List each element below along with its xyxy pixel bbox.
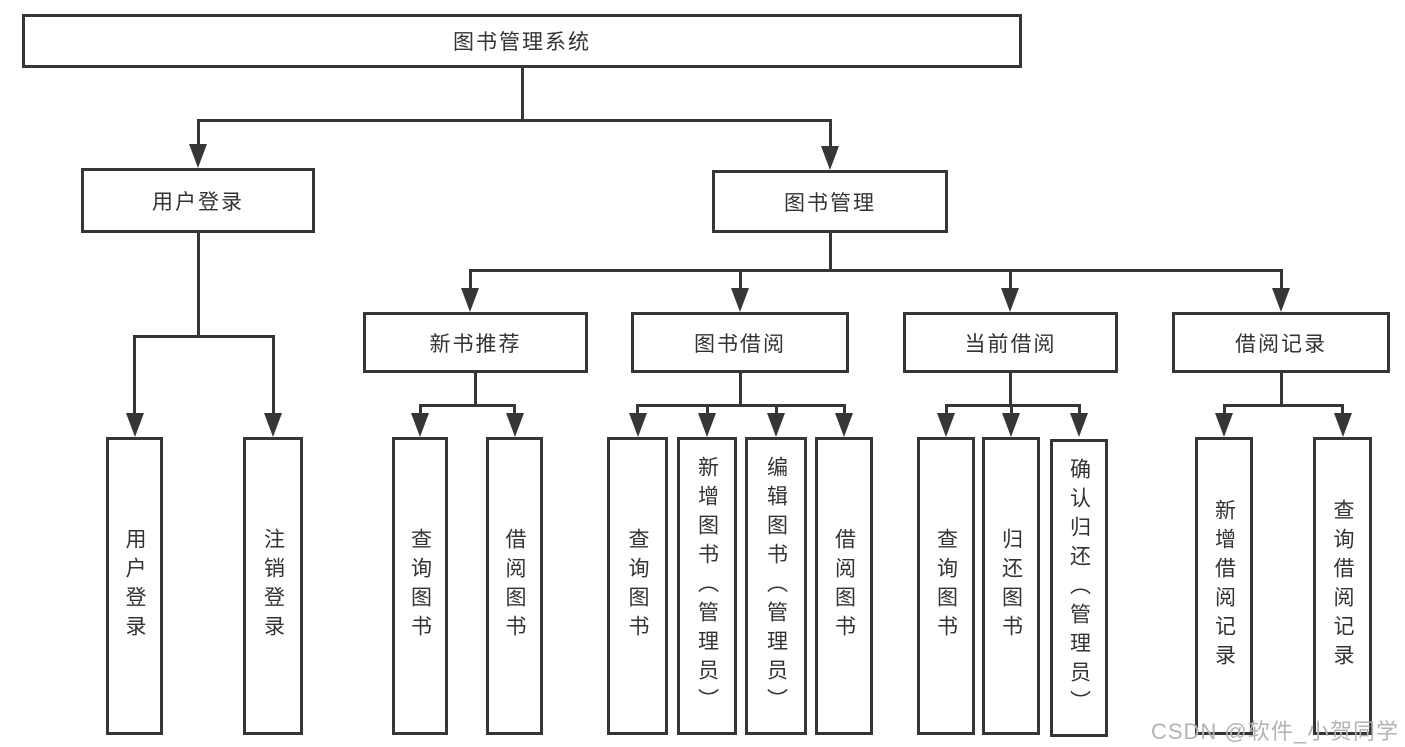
node-label: 新书推荐 [429, 332, 522, 356]
node-label: 注销登录 [261, 528, 285, 644]
node-book-management-module: 图书管理 [712, 170, 948, 233]
connector-line [944, 403, 948, 418]
leaf-borrow-books: 借阅图书 [815, 437, 873, 735]
node-label: 借阅图书 [832, 528, 856, 644]
leaf-edit-books-admin: 编辑图书（管理员） [745, 437, 807, 735]
connector-line [828, 233, 832, 272]
arrow-down-icon [264, 413, 282, 437]
leaf-query-books: 查询图书 [917, 437, 975, 735]
node-label: 图书管理系统 [453, 31, 591, 54]
connector-line [774, 403, 778, 418]
node-current-borrowing: 当前借阅 [903, 312, 1118, 373]
connector-line [738, 373, 742, 407]
arrow-down-icon [1272, 288, 1290, 312]
node-label: 借阅图书 [503, 528, 526, 644]
connector-line [418, 403, 516, 407]
node-label: 查询图书 [626, 528, 649, 644]
arrow-down-icon [1333, 413, 1352, 437]
arrow-down-icon [821, 146, 839, 170]
arrow-down-icon [835, 413, 853, 437]
leaf-add-books-admin: 新增图书（管理员） [677, 437, 737, 735]
leaf-confirm-return-admin: 确认归还（管理员） [1050, 439, 1108, 737]
leaf-return-books: 归还图书 [982, 437, 1040, 735]
node-borrowing-records: 借阅记录 [1172, 312, 1390, 373]
connector-line [738, 268, 742, 291]
node-label: 确认归还（管理员） [1067, 457, 1091, 719]
connector-line [1222, 403, 1344, 407]
arrow-down-icon [698, 413, 716, 437]
arrow-down-icon [125, 413, 144, 437]
node-label: 图书借阅 [694, 332, 786, 356]
node-label: 查询图书 [934, 528, 958, 644]
leaf-user-login: 用户登录 [106, 437, 163, 735]
connector-line [133, 334, 275, 338]
node-label: 借阅记录 [1235, 332, 1327, 356]
node-label: 当前借阅 [964, 332, 1057, 356]
arrow-down-icon [461, 288, 479, 312]
node-user-login-module: 用户登录 [81, 168, 315, 233]
node-label: 新增图书（管理员） [695, 455, 719, 717]
arrow-down-icon [731, 288, 749, 312]
arrow-down-icon [1215, 413, 1233, 437]
connector-line [468, 268, 472, 291]
arrow-down-icon [411, 413, 429, 437]
connector-line [842, 403, 846, 418]
connector-line [196, 233, 200, 338]
connector-line [1008, 373, 1012, 407]
connector-line [1279, 373, 1283, 407]
node-label: 图书管理 [784, 191, 876, 215]
arrow-down-icon [1002, 413, 1020, 437]
arrow-down-icon [1070, 413, 1088, 437]
connector-line [1279, 268, 1283, 291]
connector-line [513, 403, 516, 418]
connector-line [133, 334, 136, 415]
arrow-down-icon [189, 144, 207, 168]
connector-line [520, 68, 524, 121]
arrow-down-icon [505, 413, 524, 437]
arrow-down-icon [628, 413, 647, 437]
connector-line [468, 268, 1283, 272]
connector-line [828, 118, 832, 149]
leaf-logout: 注销登录 [243, 437, 303, 735]
connector-line [944, 403, 1081, 407]
connector-line [1341, 403, 1344, 418]
arrow-down-icon [767, 413, 785, 437]
watermark: CSDN @软件_小贺同学 [1150, 719, 1399, 744]
connector-line [705, 403, 709, 418]
connector-line [196, 118, 200, 147]
connector-line [196, 118, 832, 122]
connector-line [1222, 403, 1226, 418]
leaf-add-borrowing-record: 新增借阅记录 [1195, 437, 1253, 735]
leaf-query-books: 查询图书 [607, 437, 668, 735]
arrow-down-icon [1001, 288, 1019, 312]
connector-line [636, 403, 639, 418]
node-label: 用户登录 [152, 190, 244, 214]
connector-line [418, 403, 422, 418]
leaf-query-books: 查询图书 [392, 437, 448, 735]
connector-line [473, 373, 477, 407]
node-label: 查询借阅记录 [1331, 499, 1354, 673]
node-label: 归还图书 [999, 528, 1023, 644]
node-label: 用户登录 [123, 528, 146, 644]
node-library-management-system: 图书管理系统 [22, 14, 1022, 68]
connector-line [271, 334, 275, 415]
node-new-book-recommendation: 新书推荐 [363, 312, 588, 373]
connector-line [636, 403, 846, 407]
connector-line [1077, 403, 1081, 418]
connector-line [1009, 403, 1013, 418]
leaf-query-borrowing-record: 查询借阅记录 [1313, 437, 1372, 735]
node-book-borrowing: 图书借阅 [631, 312, 849, 373]
connector-line [1008, 268, 1012, 291]
node-label: 编辑图书（管理员） [764, 455, 788, 717]
arrow-down-icon [937, 413, 955, 437]
node-label: 新增借阅记录 [1212, 499, 1236, 673]
leaf-borrow-books: 借阅图书 [486, 437, 543, 735]
node-label: 查询图书 [408, 528, 432, 644]
